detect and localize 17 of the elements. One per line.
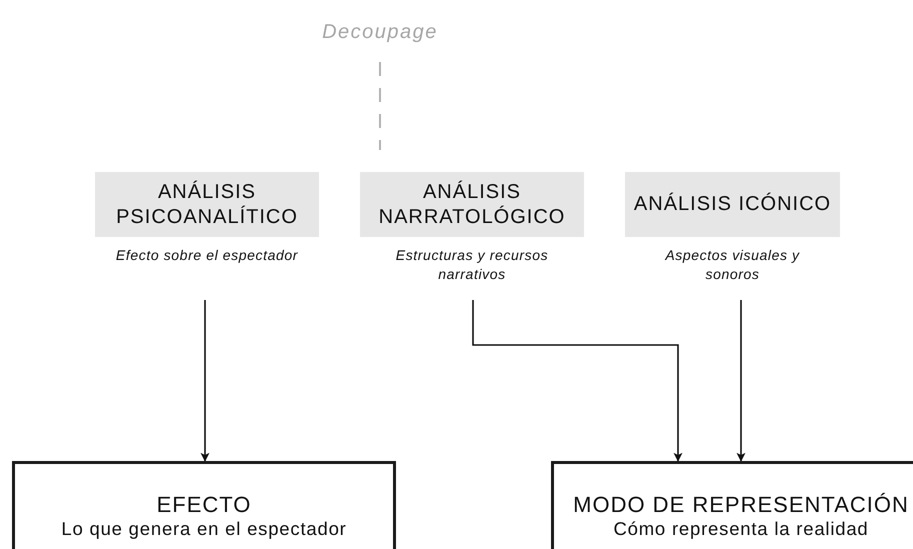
analysis-title: ANÁLISIS NARRATOLÓGICO <box>378 180 566 230</box>
description-text: Aspectos visuales y sonoros <box>664 246 801 284</box>
result-description: Cómo representa la realidad <box>613 517 869 540</box>
result-box <box>551 461 913 549</box>
arrow <box>200 300 210 462</box>
description-text: Efecto sobre el espectador <box>114 246 300 265</box>
source-label: Decoupage <box>320 18 440 46</box>
result-title: EFECTO <box>156 492 252 517</box>
arrow <box>736 300 746 462</box>
result-box <box>12 461 396 549</box>
description-text: Estructuras y recursos narrativos <box>394 246 550 284</box>
analysis-title: ANÁLISIS ICÓNICO <box>634 192 832 217</box>
result-title: MODO DE REPRESENTACIÓN <box>573 492 909 517</box>
dashed-connector <box>379 62 381 150</box>
arrow <box>472 300 682 462</box>
result-description: Lo que genera en el espectador <box>61 517 347 540</box>
analysis-title: ANÁLISIS PSICOANALÍTICO <box>115 180 299 230</box>
